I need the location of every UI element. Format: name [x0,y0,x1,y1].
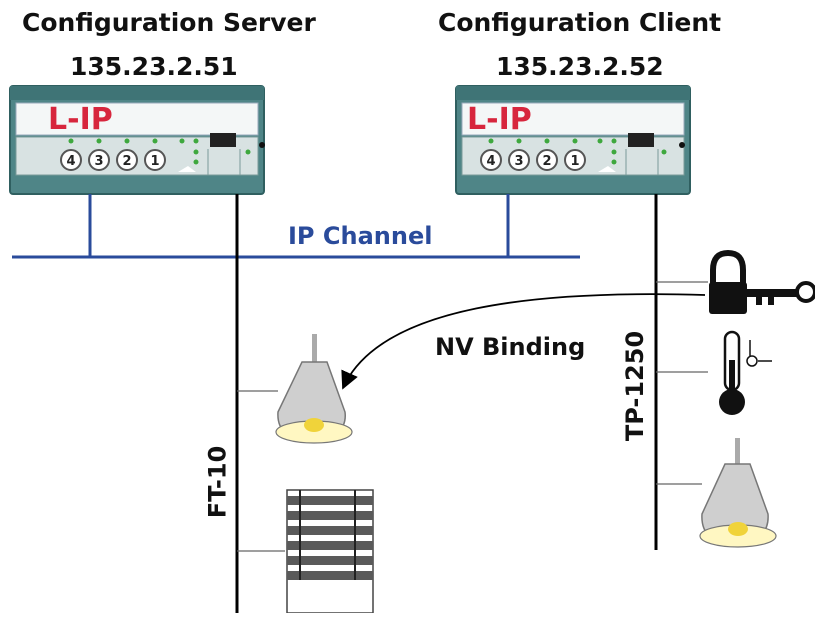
server-ip-address: 135.23.2.51 [70,52,238,81]
svg-text:1: 1 [150,154,159,169]
nv-binding-label: NV Binding [435,333,586,361]
svg-text:3: 3 [514,154,523,169]
server-port-4: 4 [60,149,82,171]
ip-channel-bus [12,194,580,259]
tp-lamp-icon [699,438,777,548]
svg-text:2: 2 [542,154,551,169]
client-ethernet-port [628,133,654,147]
server-led-indicators [68,138,251,165]
server-port-2: 2 [116,149,138,171]
lock-key-icon [709,249,815,314]
client-port-4: 4 [480,149,502,171]
server-title: Configuration Server [22,8,316,37]
nv-binding-arrow [341,293,706,390]
ft10-channel-label: FT-10 [203,445,232,519]
client-title: Configuration Client [438,8,722,37]
client-ip-address: 135.23.2.52 [496,52,664,81]
client-router-device: L-IP 4 3 2 1 [455,85,691,195]
client-brand-logo: L-IP [467,102,532,137]
server-ethernet-port [210,133,236,147]
svg-text:3: 3 [94,154,103,169]
tp1250-channel-label: TP-1250 [621,330,650,442]
server-router-device: L-IP 4 3 2 1 [9,85,265,195]
client-led-indicators [488,138,667,165]
thermometer-icon [719,330,772,415]
svg-text:1: 1 [570,154,579,169]
server-port-1: 1 [144,149,166,171]
svg-text:4: 4 [486,154,495,169]
client-port-2: 2 [536,149,558,171]
client-port-1: 1 [564,149,586,171]
ip-channel-label: IP Channel [288,222,433,250]
ft10-lamp-icon [275,334,353,444]
svg-text:2: 2 [122,154,131,169]
server-brand-logo: L-IP [48,102,113,137]
client-port-3: 3 [508,149,530,171]
client-reset-icon [598,166,616,172]
window-blinds-icon [286,489,374,614]
svg-text:4: 4 [66,154,75,169]
server-port-3: 3 [88,149,110,171]
server-reset-icon [178,166,196,172]
